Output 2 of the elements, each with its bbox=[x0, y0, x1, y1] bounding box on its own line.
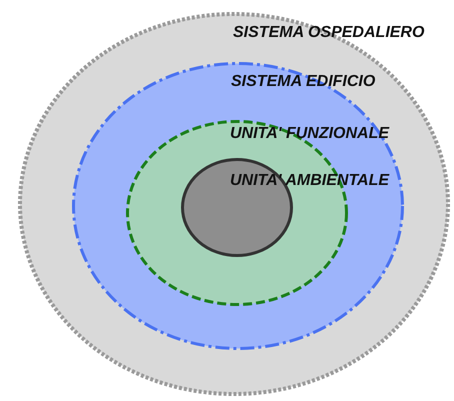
region-label: SISTEMA OSPEDALIERO bbox=[233, 24, 424, 42]
region-label: UNITA' AMBIENTALE bbox=[230, 172, 390, 190]
